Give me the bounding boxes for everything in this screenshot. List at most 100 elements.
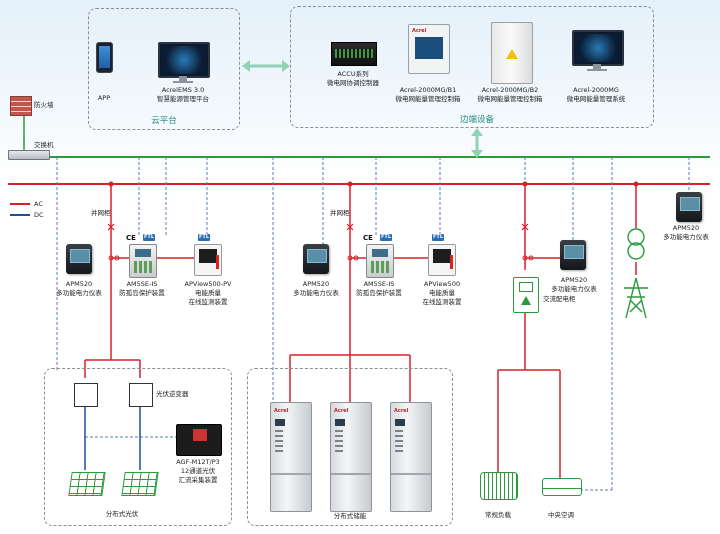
- mid-meter-label-2: 多功能电力仪表: [293, 289, 339, 297]
- mid-ftl-badge: FTL: [380, 234, 393, 241]
- ems-label-2: 智慧能源管理平台: [157, 95, 209, 103]
- ems-label-1: AcrelEMS 3.0: [161, 86, 205, 94]
- left-pq-icon: [194, 244, 222, 276]
- grid-meter-label-2: 多功能电力仪表: [663, 233, 709, 241]
- cloud-edge-arrow-right: [282, 60, 290, 72]
- mid-protection-icon: [366, 244, 394, 278]
- mid-feeder-wires: [289, 184, 430, 402]
- edge-device-1-line2: 微电网协调控制器: [327, 79, 379, 87]
- storage-cabinet-2-icon: Acrel: [330, 402, 372, 512]
- storage-title: 分布式储能: [333, 512, 367, 520]
- pv-title: 分布式光伏: [105, 510, 139, 518]
- left-pq-ftl-badge: FTL: [198, 234, 211, 241]
- grid-meter-label-1: APM520: [672, 224, 700, 232]
- mid-grid-cabinet-label: 并网柜: [330, 209, 350, 217]
- pv-box: [44, 368, 232, 526]
- mid-prot-label-2: 防孤岛保护装置: [356, 289, 402, 297]
- left-pq-label-1: APView500-PV: [184, 280, 232, 288]
- edge-link-arrow-up: [471, 128, 483, 136]
- solar-panel-2-icon: [121, 472, 159, 496]
- storage-box: [247, 368, 453, 526]
- switch-label: 交换机: [34, 141, 54, 149]
- edge-device-3-line1: Acrel-2000MG/B2: [481, 86, 539, 94]
- pv-collector-label-1: AGF-M12T/P3: [176, 458, 220, 466]
- right-meter-icon: [560, 240, 586, 270]
- right-meter-label-2: 多功能电力仪表: [551, 285, 597, 293]
- mid-ce-badge: CE: [363, 234, 373, 242]
- load-2-label: 中央空调: [548, 511, 574, 519]
- b1-cabinet-icon: Acrel: [408, 24, 450, 74]
- left-pq-label-2: 电能质量: [195, 289, 221, 297]
- load-1-label: 常规负载: [485, 511, 511, 519]
- edge-device-2-line2: 微电网能量管理控制箱: [395, 95, 461, 103]
- edge-link-arrow-down: [471, 150, 483, 158]
- storage-cabinet-3-icon: Acrel: [390, 402, 432, 512]
- edge-devices-box: [290, 6, 654, 128]
- mid-pq-label-1: APView500: [423, 280, 461, 288]
- legend-ac-label: AC: [34, 200, 43, 208]
- central-ac-icon: [542, 478, 582, 496]
- left-ftl-badge: FTL: [143, 234, 156, 241]
- switch-icon: [8, 150, 50, 160]
- left-protection-icon: [129, 244, 157, 278]
- left-breaker: [107, 223, 115, 231]
- pv-inverter-label: 光伏逆变器: [156, 390, 189, 398]
- ems-system-monitor-icon: [572, 30, 624, 71]
- left-meter-label-2: 多功能电力仪表: [56, 289, 102, 297]
- app-phone-icon: [96, 42, 113, 73]
- mid-pq-icon: [428, 244, 456, 276]
- left-prot-label-2: 防孤岛保护装置: [119, 289, 165, 297]
- pv-inverter-1-icon: [74, 383, 98, 407]
- cloud-platform-box: [88, 8, 240, 130]
- edge-title: 边端设备: [459, 115, 494, 125]
- firewall-label: 防火墙: [34, 101, 54, 109]
- transmission-tower: [624, 277, 648, 319]
- left-meter-label-1: APM520: [65, 280, 93, 288]
- pv-collector-icon: [176, 424, 222, 456]
- pv-dc-wires: [84, 406, 141, 470]
- edge-device-3-line2: 微电网能量管理控制箱: [477, 95, 543, 103]
- right-feeder-wires: [497, 184, 561, 478]
- mid-prot-label-1: AM5SE-IS: [363, 280, 395, 288]
- pv-inverter-2-icon: [129, 383, 153, 407]
- cloud-edge-arrow-left: [242, 60, 250, 72]
- left-prot-label-1: AM5SE-IS: [126, 280, 158, 288]
- left-pq-label-3: 在线监测装置: [188, 298, 228, 306]
- ac-distribution-cabinet-icon: [513, 277, 539, 313]
- transformer-symbol: [627, 228, 645, 260]
- ac-cabinet-label: 交流配电柜: [543, 295, 576, 303]
- legend-dc-label: DC: [34, 211, 44, 219]
- cloud-title: 云平台: [151, 116, 177, 126]
- grid-meter-icon: [676, 192, 702, 222]
- edge-device-2-line1: Acrel-2000MG/B1: [399, 86, 457, 94]
- left-meter-icon: [66, 244, 92, 274]
- left-feeder-wires: [84, 184, 200, 378]
- pv-collector-label-2: 12通道光伏: [180, 467, 216, 475]
- mid-breaker: [346, 223, 354, 231]
- b2-cabinet-icon: [491, 22, 533, 84]
- solar-panel-1-icon: [68, 472, 106, 496]
- mid-pq-ftl-badge: FTL: [432, 234, 445, 241]
- accu-controller-icon: [331, 42, 377, 66]
- left-ce-badge: CE: [126, 234, 136, 242]
- mid-pq-label-3: 在线监测装置: [422, 298, 462, 306]
- edge-device-4-line1: Acrel-2000MG: [573, 86, 619, 94]
- comm-drops: [56, 157, 690, 491]
- firewall-icon: [10, 96, 32, 116]
- right-breaker: [521, 223, 529, 231]
- ems-monitor-icon: [158, 42, 210, 83]
- storage-cabinet-1-icon: Acrel: [270, 402, 312, 512]
- left-grid-cabinet-label: 并网柜: [91, 209, 111, 217]
- edge-device-1-line1: ACCU系列: [337, 70, 369, 78]
- pv-collector-label-3: 汇流采集装置: [178, 476, 218, 484]
- mid-meter-label-1: APM520: [302, 280, 330, 288]
- app-label: APP: [97, 94, 111, 102]
- motor-load-icon: [480, 472, 518, 500]
- ct-marks: [108, 255, 534, 261]
- edge-device-4-line2: 微电网能量管理系统: [566, 95, 626, 103]
- mid-pq-label-2: 电能质量: [429, 289, 455, 297]
- mid-meter-icon: [303, 244, 329, 274]
- right-meter-label-1: APM520: [560, 276, 588, 284]
